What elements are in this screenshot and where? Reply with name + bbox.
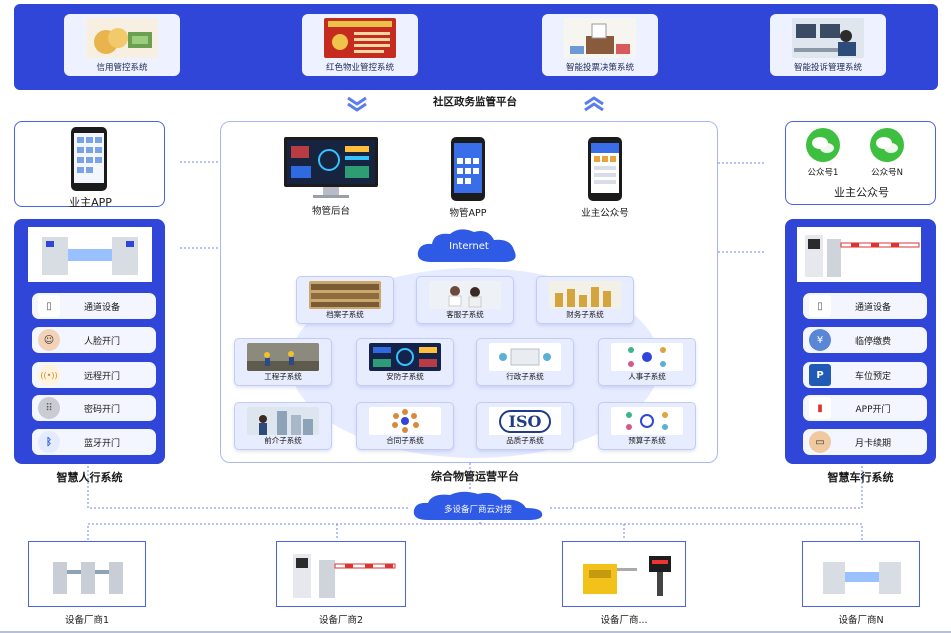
hr-diagram-image [611,343,683,371]
turnstile-image [53,562,123,594]
vendor-label: 设备厂商2 [318,615,364,626]
chevron-down-icon [347,96,367,112]
phone-icon [71,127,107,191]
vehicle-item-gate[interactable]: ▯ 通道设备 [803,293,927,319]
owner-app-box: 业主APP [14,121,165,209]
subsystem-budget[interactable]: 预算子系统 [598,402,696,450]
vendor-label: 设备厂商N [838,615,884,626]
payment-icon: ¥ [809,329,831,351]
card-label: 智能投票决策系统 [565,63,634,73]
subsystem-contract[interactable]: 合同子系统 [356,402,454,450]
vendor-box-n[interactable] [802,541,920,607]
card-label: 信用管控系统 [96,63,148,73]
credit-control-card[interactable]: 信用管控系统 [64,14,180,76]
parking-kiosk-image [583,556,671,596]
mobile-account-icon [588,137,622,201]
red-property-card[interactable]: 红色物业管控系统 [302,14,418,76]
buildings-image [247,407,319,435]
vehicle-access-panel: ▯ 通道设备 ¥ 临停缴费 P 车位预定 ▮ APP开门 ▭ 月卡续期 [785,219,936,464]
complaint-management-card[interactable]: 智能投诉管理系统 [770,14,886,76]
vehicle-item-card[interactable]: ▭ 月卡续期 [803,429,927,455]
mobile-app-icon [451,137,485,201]
vendor-label: 设备厂商... [600,615,648,626]
card-label: 红色物业管控系统 [325,63,394,73]
card-label: 智能投诉管理系统 [793,63,862,73]
vendor-box-2[interactable] [276,541,406,607]
accountN-label: 公众号N [871,168,903,178]
vehicle-item-payment[interactable]: ¥ 临停缴费 [803,327,927,353]
remote-signal-icon: ((•)) [38,364,60,386]
voting-image [564,18,636,58]
people-item-remote[interactable]: ((•)) 远程开门 [32,362,156,388]
people-access-panel: ▯ 通道设备 ☺ 人脸开门 ((•)) 远程开门 ⠿ 密码开门 ᛒ 蓝牙开门 [14,219,165,464]
wechat-icon[interactable] [870,128,904,162]
people-item-face[interactable]: ☺ 人脸开门 [32,327,156,353]
barrier-gate-image [797,227,921,282]
official-account-label: 业主公众号 [834,186,889,199]
subsystem-hr[interactable]: 人事子系统 [598,338,696,386]
operation-platform-label: 综合物管运营平台 [431,470,519,483]
barrier-gate-image [293,554,396,598]
people-system-label: 智慧人行系统 [56,471,123,484]
contract-circle-image [369,407,441,435]
government-platform-banner: 信用管控系统 红色物业管控系统 智能投票决策系统 [14,4,938,90]
archive-shelves-image [309,281,381,309]
subsystem-engineering[interactable]: 工程子系统 [234,338,332,386]
gate-device-icon: ▯ [809,295,831,317]
vendor-box-3[interactable] [562,541,686,607]
vehicle-system-label: 智慧车行系统 [827,471,894,484]
security-dashboard-image [369,343,441,371]
government-platform-title: 社区政务监管平台 [433,96,517,108]
people-item-bluetooth[interactable]: ᛒ 蓝牙开门 [32,429,156,455]
people-item-password[interactable]: ⠿ 密码开门 [32,395,156,421]
people-item-gate[interactable]: ▯ 通道设备 [32,293,156,319]
subsystem-finance[interactable]: 财务子系统 [536,276,634,324]
engineering-image [247,343,319,371]
iso-image: ISO [489,407,561,435]
budget-diagram-image [611,407,683,435]
face-icon: ☺ [38,329,60,351]
call-center-image [792,18,864,58]
red-poster-image [324,18,396,58]
internet-cloud-icon [417,229,516,262]
keypad-icon: ⠿ [38,397,60,419]
wechat-icon[interactable] [806,128,840,162]
device-label: 物管APP [449,208,487,219]
coins-image [549,281,621,309]
internet-label: Internet [449,241,489,252]
owner-app-label: 业主APP [69,196,112,209]
device-label: 业主公众号 [581,208,629,219]
official-account-box: 公众号1 公众号N 业主公众号 [785,121,936,205]
gate-device-icon: ▯ [38,295,60,317]
vendor-cloud-label: 多设备厂商云对接 [443,505,512,515]
chevron-up-icon [584,96,604,112]
subsystem-quality[interactable]: ISO 品质子系统 [476,402,574,450]
vendor-label: 设备厂商1 [64,615,110,626]
vendor-cloud-icon [413,491,543,520]
subsystem-archive[interactable]: 档案子系统 [296,276,394,324]
customer-service-image [429,281,501,309]
iso-text: ISO [498,409,552,433]
account1-label: 公众号1 [807,168,839,178]
subsystem-preintro[interactable]: 前介子系统 [234,402,332,450]
admin-image [489,343,561,371]
subsystem-service[interactable]: 客服子系统 [416,276,514,324]
speed-gate-image [823,562,901,594]
device-label: 物管后台 [311,206,350,217]
subsystem-security[interactable]: 安防子系统 [356,338,454,386]
vehicle-item-parking[interactable]: P 车位预定 [803,362,927,388]
phone-icon: ▮ [809,397,831,419]
monitor-icon [284,137,378,198]
credit-image [86,18,158,58]
vendor-box-1[interactable] [28,541,146,607]
turnstile-image [28,227,152,282]
voting-decision-card[interactable]: 智能投票决策系统 [542,14,658,76]
bottom-divider [0,631,951,633]
card-icon: ▭ [809,431,831,453]
bluetooth-icon: ᛒ [38,431,60,453]
subsystem-admin[interactable]: 行政子系统 [476,338,574,386]
vehicle-item-app[interactable]: ▮ APP开门 [803,395,927,421]
parking-icon: P [809,364,831,386]
